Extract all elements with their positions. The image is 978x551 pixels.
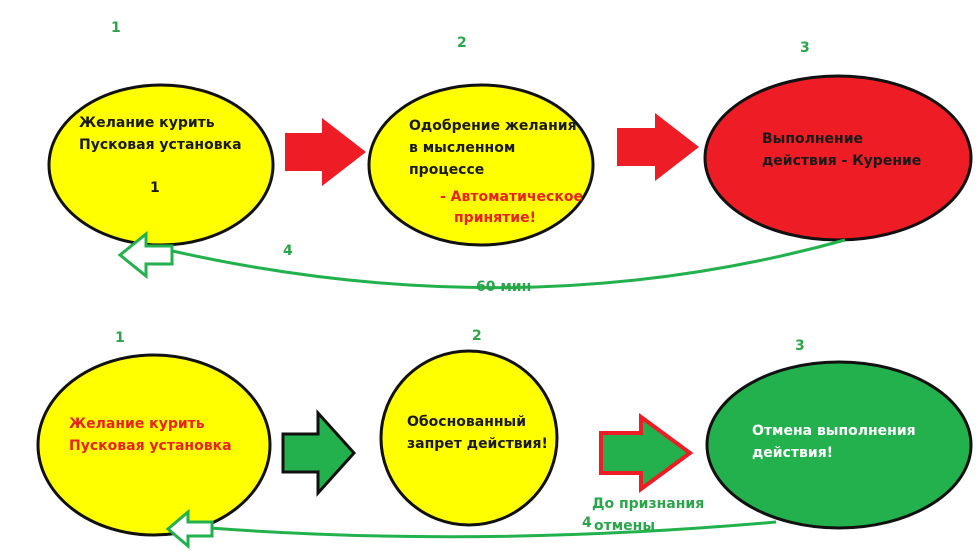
top-step-2-number: 2 — [457, 35, 467, 51]
top-return-curve — [167, 238, 846, 290]
bottom-cancel-line-2: действия! — [752, 445, 834, 461]
top-arrow-1 — [285, 118, 366, 186]
bottom-arrow-2 — [599, 413, 694, 493]
top-approval-line-1: Одобрение желания — [409, 118, 577, 134]
bottom-ban-line-1: Обоснованный — [407, 414, 527, 430]
top-desire-line-2: Пусковая установка — [79, 137, 242, 153]
top-auto-line-1: - Автоматическое — [440, 189, 583, 205]
bottom-desire-line-2: Пусковая установка — [69, 438, 232, 454]
top-ellipse-action — [703, 74, 973, 242]
top-desire-line-1: Желание курить — [79, 115, 215, 131]
top-approval-line-3: процессе — [409, 162, 485, 178]
top-auto-line-2: принятие! — [454, 210, 536, 226]
top-arrow-2 — [617, 113, 699, 181]
top-ellipse-desire — [47, 83, 275, 247]
top-action-line-2: действия - Курение — [762, 153, 922, 169]
bottom-desire-line-1: Желание курить — [69, 416, 205, 432]
bottom-step-3-number: 3 — [795, 338, 805, 354]
bottom-step-2-number: 2 — [472, 328, 482, 344]
bottom-ban-line-2: запрет действия! — [407, 436, 548, 452]
bottom-ellipse-desire — [36, 353, 272, 537]
bottom-step-1-number: 1 — [115, 330, 125, 346]
bottom-return-label-line-1: До признания — [592, 496, 705, 512]
top-approval-line-2: в мысленном — [409, 140, 516, 156]
top-step-3-number: 3 — [800, 40, 810, 56]
bottom-ellipse-cancel — [705, 360, 973, 530]
top-ellipse-approval — [367, 83, 595, 247]
bottom-arrow-1 — [281, 409, 357, 497]
bottom-ellipse-ban — [379, 349, 559, 527]
bottom-return-curve — [209, 520, 777, 539]
top-return-number: 4 — [283, 243, 293, 259]
top-return-arrowhead — [117, 230, 174, 280]
top-action-line-1: Выполнение — [762, 131, 864, 147]
top-return-label: 60 мин — [476, 279, 532, 295]
bottom-return-label-line-2: отмены — [594, 518, 656, 534]
bottom-return-arrowhead — [165, 508, 214, 550]
bottom-return-number: 4 — [582, 515, 592, 531]
top-step-1-number: 1 — [111, 20, 121, 36]
top-desire-inner-number: 1 — [150, 180, 160, 196]
bottom-cancel-line-1: Отмена выполнения — [752, 423, 916, 439]
